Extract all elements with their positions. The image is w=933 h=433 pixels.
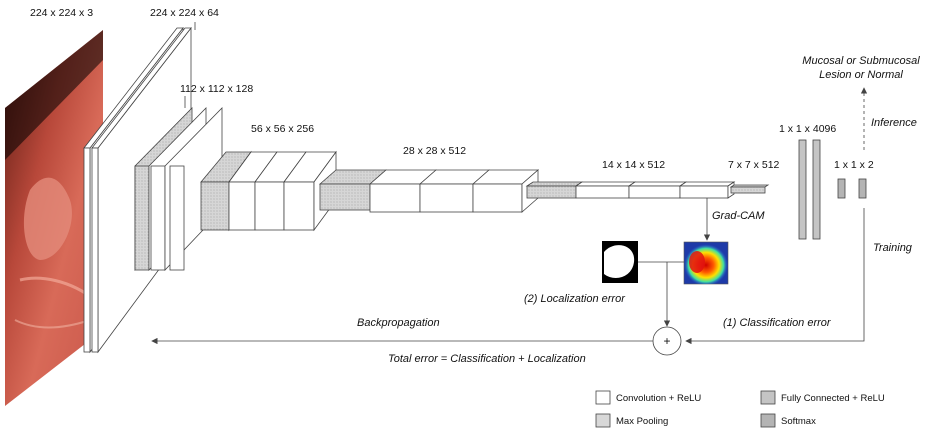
- fc-dimension-label: 1 x 1 x 4096: [779, 123, 836, 135]
- conv2-dimension-label: 112 x 112 x 128: [180, 83, 253, 95]
- sum-symbol: +: [663, 334, 670, 348]
- conv1-dimension-label: 224 x 224 x 64: [150, 7, 219, 19]
- legend-fc-label: Fully Connected + ReLU: [781, 393, 885, 404]
- backpropagation-label: Backpropagation: [357, 317, 440, 329]
- conv4-block: [320, 170, 538, 212]
- gradcam-heatmap: [684, 242, 728, 284]
- total-error-label: Total error = Classification + Localizat…: [388, 353, 586, 365]
- legend-conv-label: Convolution + ReLU: [616, 393, 701, 404]
- conv5-block: [527, 182, 734, 198]
- gradcam-label: Grad-CAM: [712, 210, 765, 222]
- input-dimension-label: 224 x 224 x 3: [30, 7, 93, 19]
- ground-truth-mask: [602, 241, 638, 283]
- fc-layers: [799, 140, 820, 239]
- conv5-dimension-label: 14 x 14 x 512: [602, 159, 665, 171]
- pool5-dimension-label: 7 x 7 x 512: [728, 159, 780, 171]
- conv3-dimension-label: 56 x 56 x 256: [251, 123, 314, 135]
- classification-error-label: (1) Classification error: [723, 317, 832, 329]
- softmax-dimension-label: 1 x 1 x 2: [834, 159, 874, 171]
- legend-pool-label: Max Pooling: [616, 416, 668, 427]
- legend: Convolution + ReLU Max Pooling Fully Con…: [596, 391, 885, 427]
- localization-error-label: (2) Localization error: [524, 293, 626, 305]
- legend-pool-swatch: [596, 414, 610, 427]
- legend-conv-swatch: [596, 391, 610, 404]
- pool5-block: [731, 185, 768, 193]
- output-label-line1: Mucosal or Submucosal: [802, 55, 920, 67]
- legend-softmax-label: Softmax: [781, 416, 816, 427]
- legend-fc-swatch: [761, 391, 775, 404]
- softmax-layer: [838, 179, 866, 198]
- conv4-dimension-label: 28 x 28 x 512: [403, 145, 466, 157]
- training-label: Training: [873, 242, 913, 254]
- legend-softmax-swatch: [761, 414, 775, 427]
- output-label-line2: Lesion or Normal: [819, 69, 903, 81]
- inference-label: Inference: [871, 117, 917, 129]
- conv3-block: [201, 152, 336, 230]
